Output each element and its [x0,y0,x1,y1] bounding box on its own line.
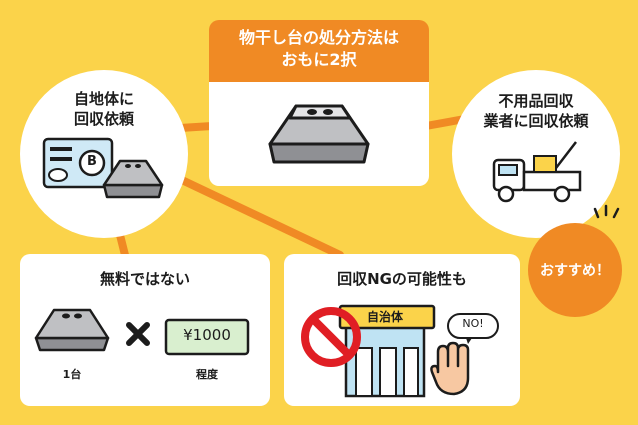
multiply-icon [126,322,150,346]
truck-icon [492,141,582,203]
id-card-icon [42,137,114,189]
fee-panel-title: 無料ではない [99,270,190,288]
fee-stand-base-icon [34,308,110,352]
right-option-circle [452,70,620,238]
left-option-line2: 回収依頼 [73,110,134,128]
speech-text: NO! [462,317,484,330]
center-title-line2: おもに2択 [281,50,357,69]
prohibited-icon [301,307,361,367]
drying-stand-base-icon [268,104,370,164]
right-option-line1: 不用品回収 [498,92,574,110]
center-title-line1: 物干し台の処分方法は [238,28,399,47]
banknote-icon [164,318,250,356]
ng-panel-title: 回収NGの可能性も [337,270,467,288]
left-option-line1: 自地体に [73,90,134,108]
recommend-badge: おすすめ！ [528,223,622,317]
center-header [209,20,429,82]
fee-unit-label: 1台 [62,368,82,381]
price-label: ¥1000 [183,326,231,344]
speech-bubble-icon [447,313,499,344]
small-stand-base-icon [102,159,164,199]
hand-icon [430,341,470,396]
city-office-sign: 自治体 [366,310,403,324]
card-letter: B [87,154,97,169]
right-option-line2: 業者に回収依頼 [483,112,589,130]
approx-label: 程度 [196,368,218,381]
sparkle-icon [593,204,620,219]
